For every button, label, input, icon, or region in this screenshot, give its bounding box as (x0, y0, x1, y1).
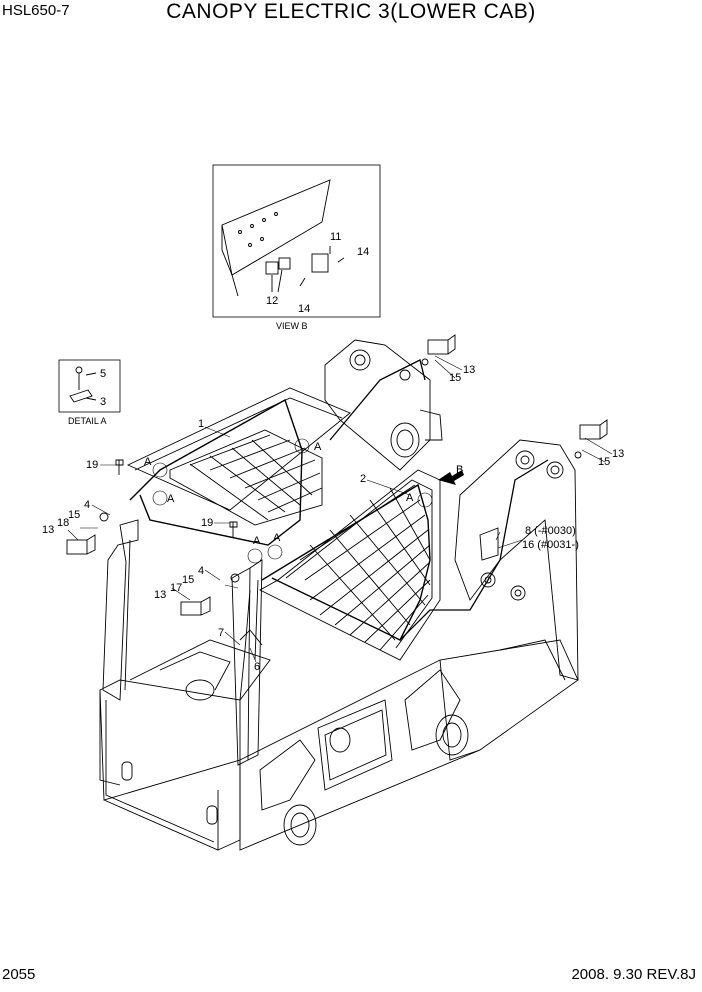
detail-a-callout-3: 3 (100, 396, 106, 408)
ref-a-front-2: A (273, 532, 281, 544)
callout-15-right: 15 (598, 456, 610, 468)
callout-15-left: 15 (68, 509, 80, 521)
callout-13-top: 13 (463, 364, 475, 376)
view-b-caption: VIEW B (276, 321, 308, 331)
callout-7: 7 (218, 627, 224, 639)
screw-19-mid-icon (229, 521, 238, 537)
rear-window-frame (259, 469, 441, 661)
model-code: HSL650-7 (2, 2, 70, 19)
detail-a-callout-5: 5 (100, 368, 106, 380)
callout-2: 2 (360, 473, 366, 485)
part-13-block-left (66, 539, 88, 555)
left-lift-arm (324, 339, 431, 471)
callout-19-mid: 19 (201, 517, 213, 529)
ref-a-front-1: A (253, 535, 261, 547)
callout-18: 18 (57, 517, 69, 529)
view-b-frame (212, 164, 381, 318)
view-b-callout-12: 12 (266, 295, 278, 307)
page-title: CANOPY ELECTRIC 3(LOWER CAB) (166, 0, 536, 23)
ref-a-roof-right: A (314, 441, 322, 453)
detail-a-inset: 5 3 DETAIL A (58, 359, 121, 426)
callout-19-left: 19 (86, 459, 98, 471)
ref-b: B (456, 464, 463, 476)
callout-15-top: 15 (449, 372, 461, 384)
ref-a-roof-left: A (144, 456, 152, 468)
callout-1: 1 (198, 418, 204, 430)
callout-13-right: 13 (612, 448, 624, 460)
callout-13-left: 13 (42, 524, 54, 536)
part-13-block-right (579, 424, 601, 440)
page-number: 2055 (2, 966, 36, 983)
view-b-callout-11: 11 (330, 231, 341, 243)
rear-body (239, 639, 579, 851)
relay-12-icon (265, 261, 279, 275)
view-b-callout-14-upper: 14 (357, 246, 369, 258)
lower-cab-body (99, 679, 241, 801)
callout-4-left: 4 (84, 499, 90, 511)
machine-frame (66, 334, 613, 851)
screw-19-left-icon (115, 459, 124, 475)
detail-a-caption: DETAIL A (68, 416, 107, 426)
callout-17: 17 (170, 582, 182, 594)
rear-mesh-grid (299, 484, 431, 651)
view-b-inset: 11 14 12 14 VIEW B (212, 164, 381, 331)
front-left-post (102, 519, 139, 701)
harness-2 (261, 483, 431, 641)
right-lift-arm (454, 439, 579, 681)
callout-13-mid: 13 (154, 589, 166, 601)
callout-16: 16 (#0031-) (522, 539, 579, 551)
callout-15-mid: 15 (182, 574, 194, 586)
relay-11-icon (311, 253, 329, 273)
roof-grille (169, 429, 323, 526)
ref-a-rear: A (406, 492, 414, 504)
ref-a-roof-mid: A (167, 493, 175, 505)
callout-8: 8 (-#0030) (525, 525, 576, 537)
harness-1 (129, 398, 303, 546)
revision-date: 2008. 9.30 REV.8J (571, 966, 696, 983)
rear-access-cover (317, 699, 393, 791)
view-b-panel (221, 179, 331, 276)
view-b-arrow (438, 470, 464, 485)
part-13-block-mid (180, 601, 202, 616)
harness-main (329, 359, 549, 641)
canopy-roof (126, 387, 351, 511)
callout-4-mid: 4 (198, 565, 204, 577)
part-13-block-top (427, 339, 449, 355)
view-b-callout-14-lower: 14 (298, 303, 310, 315)
front-right-post (231, 567, 251, 766)
callout-6: 6 (254, 661, 260, 673)
detail-a-frame (58, 359, 121, 413)
